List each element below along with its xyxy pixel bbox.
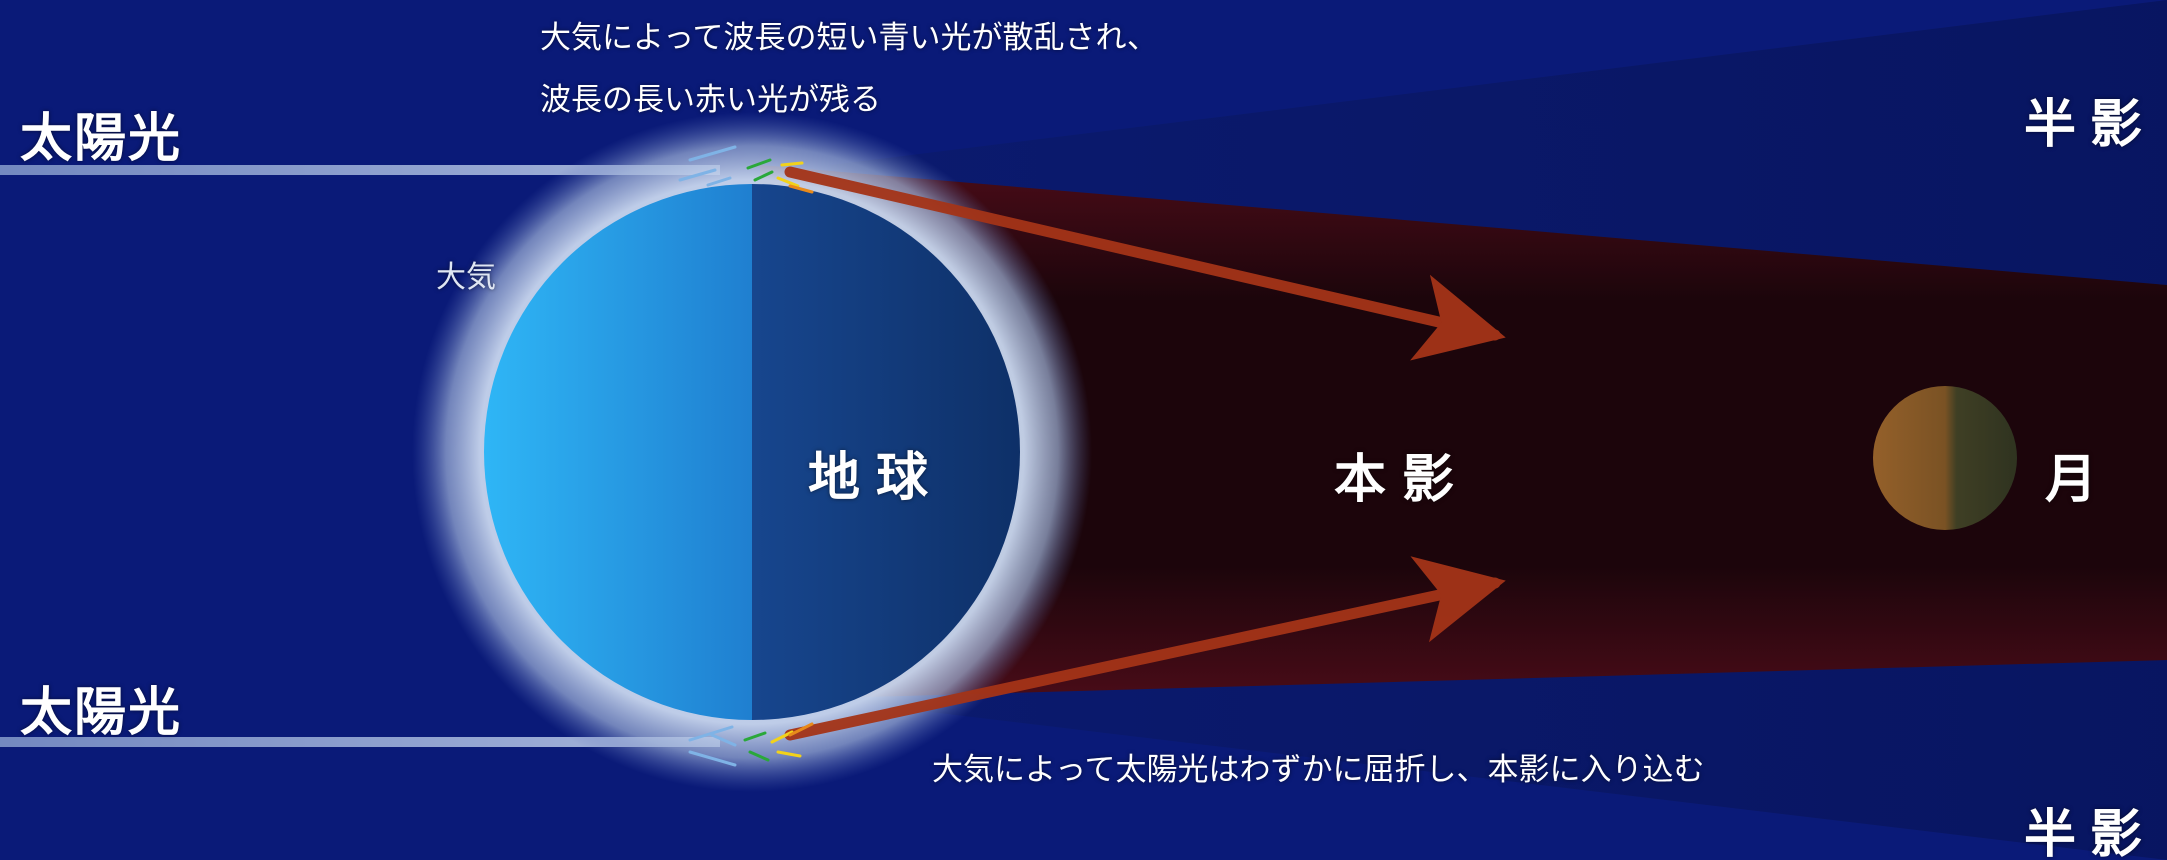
sunlight-ray-bottom [0, 737, 720, 747]
atmosphere-label: 大気 [436, 260, 496, 295]
earth-label: 地球 [808, 448, 945, 508]
umbra-region [760, 165, 2167, 700]
refracted-light-arrow-top [784, 166, 1506, 361]
sunlight-ray-top [0, 165, 720, 175]
penumbra-label-bottom: 半影 [2024, 805, 2157, 860]
scattering-note-line1: 大気によって波長の短い青い光が散乱され、 [540, 20, 1158, 56]
refraction-note: 大気によって太陽光はわずかに屈折し、本影に入り込む [932, 752, 1705, 788]
moon-label: 月 [2045, 450, 2100, 510]
sunlight-label-bottom: 太陽光 [20, 683, 183, 743]
umbra-label: 本影 [1334, 450, 1471, 510]
scattered-light-arrows-bottom [688, 722, 814, 767]
penumbra-label-top: 半影 [2024, 95, 2157, 155]
scattering-note-line2: 波長の長い赤い光が残る [540, 82, 881, 118]
scattered-light-arrows-top [678, 145, 814, 194]
moon [1873, 386, 2017, 530]
refracted-light-arrow-bottom [784, 556, 1506, 741]
sunlight-label-top: 太陽光 [20, 109, 183, 169]
